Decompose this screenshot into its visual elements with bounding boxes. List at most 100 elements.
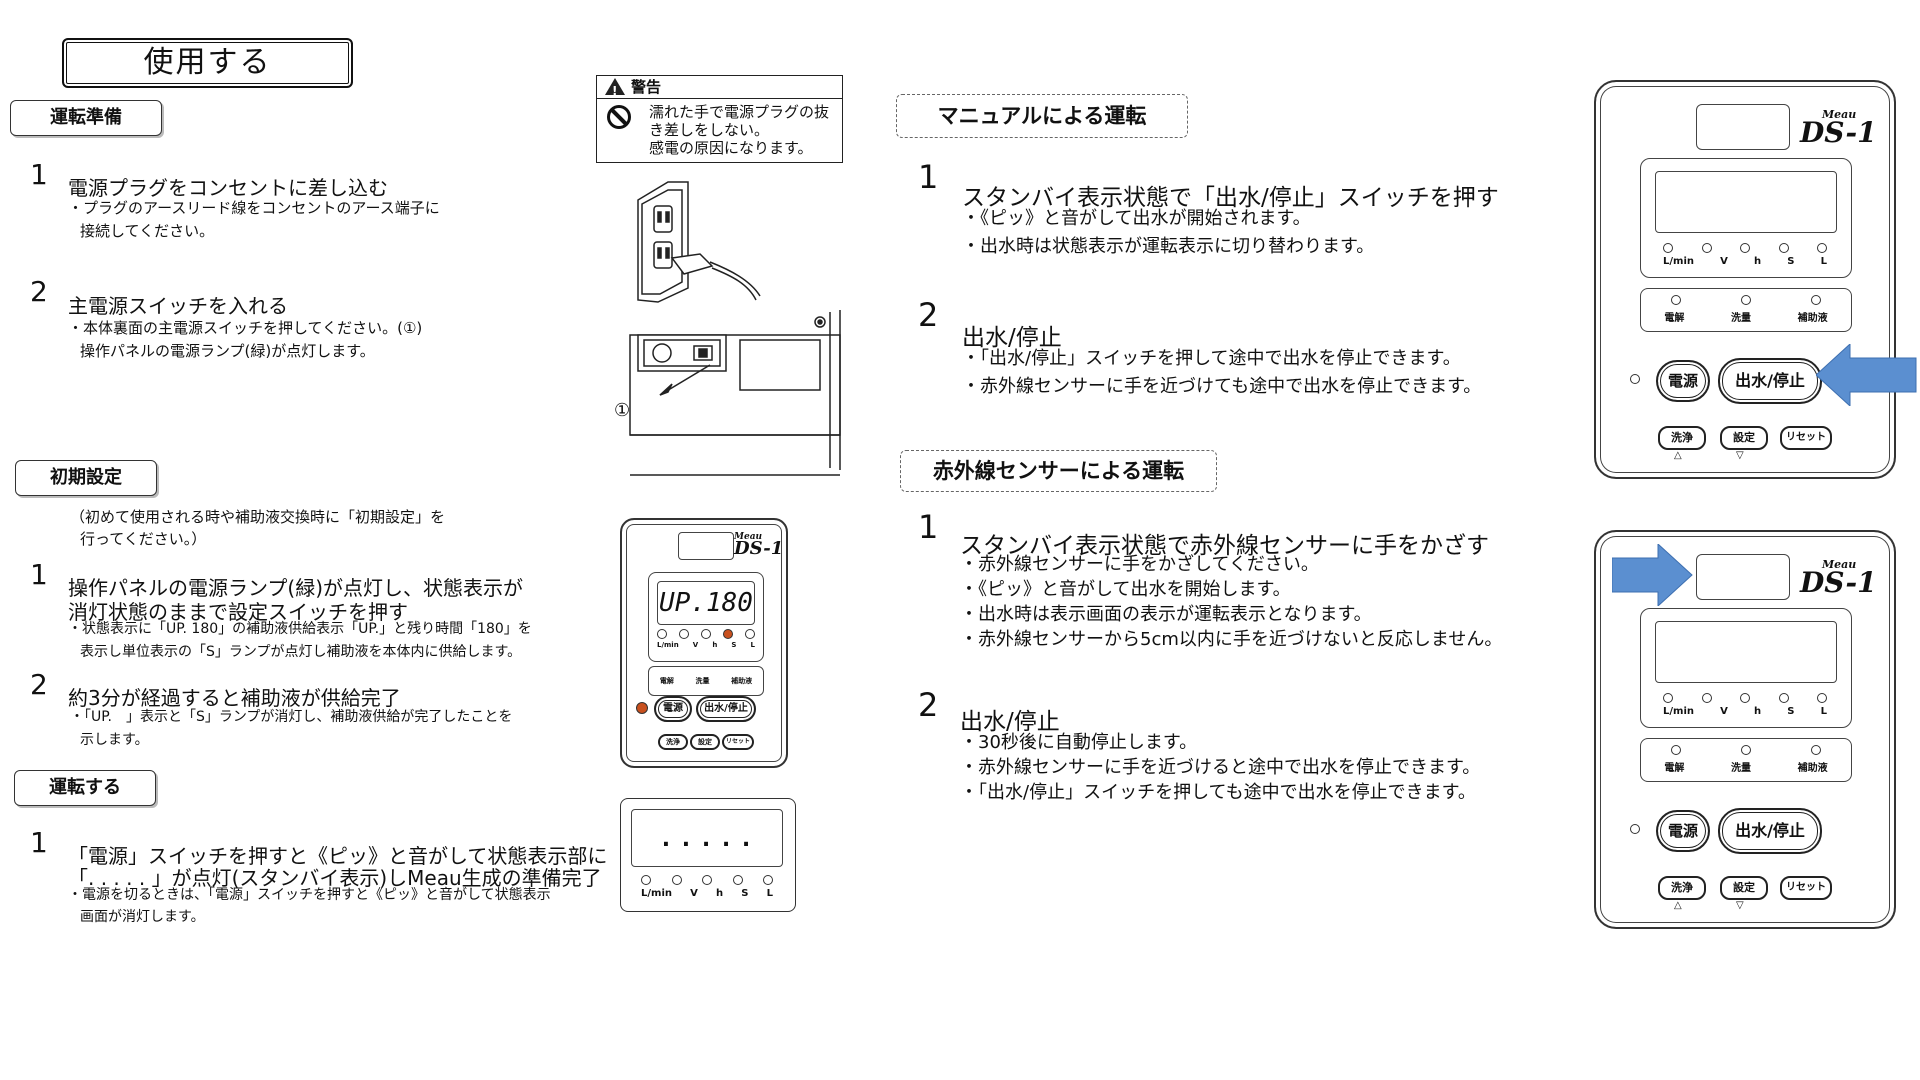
unit-label: L/min [657, 641, 679, 649]
lamp [1740, 243, 1750, 253]
power-lamp [1630, 824, 1640, 834]
step-number: 2 [30, 668, 48, 701]
water-stop-button[interactable]: 出水/停止 [1718, 808, 1822, 854]
standby-readout: . . . . . [631, 809, 783, 867]
unit-lamps: L/min V h S L [657, 629, 755, 659]
step-main: 出水/停止 [960, 709, 1060, 735]
wash-button[interactable]: 洗浄 [1658, 876, 1706, 900]
section-heading-manual: マニュアルによる運転 [896, 94, 1188, 138]
warning-triangle-icon [605, 78, 625, 102]
status-label: 補助液 [1797, 763, 1828, 774]
status-label: 洗量 [695, 677, 710, 685]
lamp [1817, 693, 1827, 703]
step-number: 1 [30, 558, 48, 591]
step-number: 1 [918, 508, 939, 546]
step-sub: ・赤外線センサーに手を近づけると途中で出水を停止できます。 [960, 757, 1481, 778]
step-number: 1 [30, 158, 48, 191]
unit-label: h [716, 888, 724, 899]
unit-label: S [1787, 706, 1795, 717]
water-stop-button[interactable]: 出水/停止 [1718, 358, 1822, 404]
unit-label: L [1820, 256, 1827, 267]
step-sub: 画面が消灯します。 [80, 909, 205, 925]
status-display: UP.180 L/min V h S L [648, 572, 764, 662]
step-sub: ・状態表示に「UP. 180」の補助液供給表示「UP.」と残り時間「180」を [68, 621, 532, 637]
lamp [1741, 745, 1751, 755]
power-button[interactable]: 電源 [1656, 360, 1710, 402]
step-main: 消灯状態のままで設定スイッチを押す [68, 600, 408, 624]
warning-header: 警告 [631, 78, 662, 96]
reset-button[interactable]: リセット [722, 734, 754, 750]
arrow-right-icon [1612, 544, 1693, 606]
wash-button[interactable]: 洗浄 [1658, 426, 1706, 450]
warning-line: 感電の原因になります。 [649, 139, 813, 157]
step-number: 1 [30, 826, 48, 859]
step-main: 電源プラグをコンセントに差し込む [68, 176, 388, 200]
step-main: スタンバイ表示状態で赤外線センサーに手をかざす [960, 533, 1489, 559]
status-label: 補助液 [1797, 313, 1828, 324]
lamp [732, 875, 743, 885]
step-main: 操作パネルの電源ランプ(緑)が点灯し、状態表示が [68, 576, 524, 600]
step-sub: ・「UP. 」表示と「S」ランプが消灯し、補助液供給が完了したことを [70, 709, 513, 725]
control-panel-manual: Meau DS-1 L/min V h S L [1594, 80, 1896, 479]
unit-label: h [712, 641, 718, 649]
lamp [1778, 693, 1789, 703]
unit-label: h [1754, 706, 1762, 717]
set-button[interactable]: 設定 [1720, 876, 1768, 900]
lamp [1817, 243, 1827, 253]
status-label: 電解 [1664, 313, 1685, 324]
step-sub: ・「出水/停止」スイッチを押しても途中で出水を停止できます。 [960, 782, 1476, 803]
section-heading-run: 運転する [14, 770, 156, 806]
lamp [1778, 243, 1789, 253]
status-lamps: 電解 洗量 補助液 [1640, 738, 1852, 782]
lamp [745, 629, 755, 639]
down-arrow-icon: ▽ [1736, 450, 1744, 461]
set-button[interactable]: 設定 [1720, 426, 1768, 450]
power-button[interactable]: 電源 [654, 696, 692, 722]
lamp [1671, 745, 1681, 755]
power-button[interactable]: 電源 [1656, 810, 1710, 852]
section-heading-prep: 運転準備 [10, 100, 162, 136]
page-title: 使用する [62, 38, 353, 88]
lamp [1811, 295, 1821, 305]
lamp-s-lit [723, 629, 733, 639]
lamp [1741, 295, 1751, 305]
water-stop-button[interactable]: 出水/停止 [696, 696, 756, 722]
status-label: 洗量 [1730, 313, 1751, 324]
sensor-window [1696, 104, 1790, 150]
lamp [763, 875, 773, 885]
step-number: 2 [918, 296, 939, 334]
step-sub: ・赤外線センサーに手を近づけても途中で出水を停止できます。 [962, 376, 1482, 397]
set-button[interactable]: 設定 [690, 734, 720, 750]
reset-button[interactable]: リセット [1780, 876, 1832, 900]
power-lamp [1630, 374, 1640, 384]
step-main: スタンバイ表示状態で「出水/停止」スイッチを押す [962, 185, 1499, 211]
control-panel-sensor: Meau DS-1 L/min V h S L [1594, 530, 1896, 929]
step-main: 出水/停止 [962, 325, 1062, 351]
lamp [641, 875, 651, 885]
lcd-readout: UP.180 [657, 581, 755, 625]
note-text: 行ってください。） [80, 530, 207, 548]
step-sub: 表示し単位表示の「S」ランプが点灯し補助液を本体内に供給します。 [80, 644, 522, 660]
section-heading-sensor: 赤外線センサーによる運転 [900, 450, 1217, 492]
power-lamp-lit [636, 702, 648, 714]
lamp [671, 875, 682, 885]
step-sub: ・電源を切るときは、「電源」スイッチを押すと《ピッ》と音がして状態表示 [68, 887, 551, 903]
step-sub: ・赤外線センサーに手をかざしてください。 [960, 554, 1319, 575]
outlet-illustration [629, 181, 841, 476]
unit-label: V [692, 641, 699, 649]
section-heading-init: 初期設定 [15, 460, 157, 496]
status-label: 洗量 [1730, 763, 1751, 774]
status-lamps: 電解 洗量 補助液 [648, 666, 764, 696]
control-panel-small: Meau DS-1 UP.180 L/min V h S L 電解 洗量 補助液… [620, 518, 788, 768]
unit-label: L/min [641, 888, 672, 899]
step-main: 主電源スイッチを入れる [68, 294, 288, 318]
unit-label: L [1820, 706, 1827, 717]
sensor-window [678, 532, 734, 560]
step-number: 2 [918, 686, 939, 724]
lamp [679, 629, 689, 639]
reset-button[interactable]: リセット [1780, 426, 1832, 450]
lamp [702, 875, 712, 885]
wash-button[interactable]: 洗浄 [658, 734, 688, 750]
unit-label: S [731, 641, 737, 649]
brand-label: DS-1 [1800, 566, 1877, 599]
